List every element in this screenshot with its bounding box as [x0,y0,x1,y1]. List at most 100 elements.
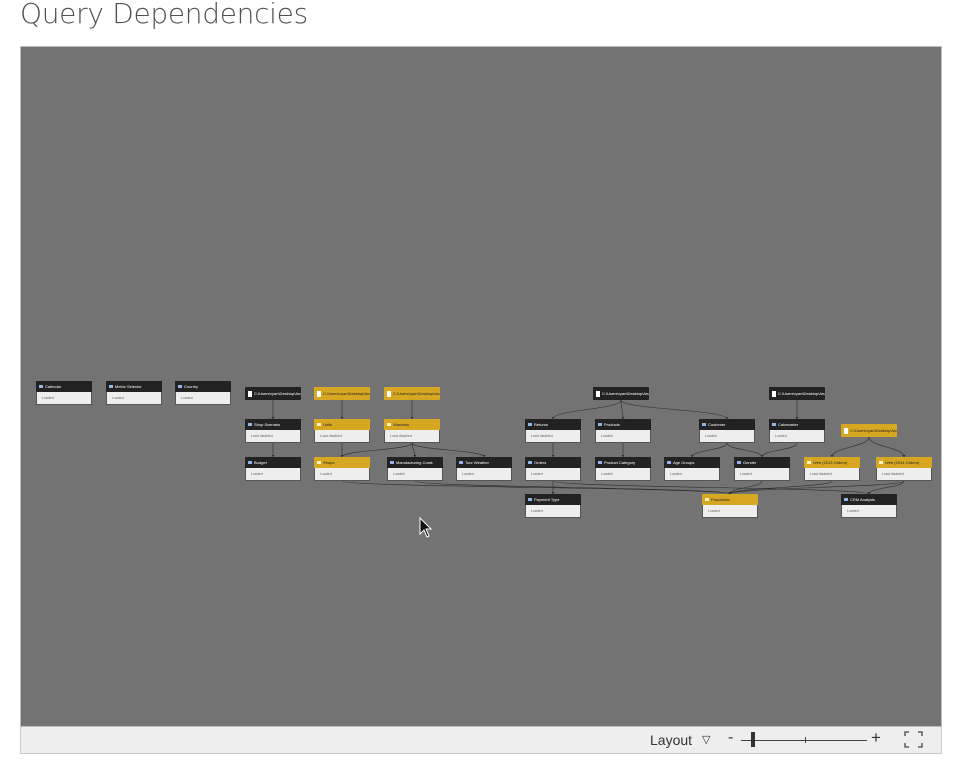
table-icon [317,423,321,427]
dependency-arrowhead [795,417,799,419]
query-node-name: Web (2013 Orders) [813,460,848,465]
zoom-in-button[interactable]: + [871,728,881,747]
query-node-title: Customer [699,419,755,430]
dependency-edge [868,436,905,458]
dependency-edge [729,480,905,495]
dependency-arrowhead [340,417,344,419]
query-node-title: Budget [245,457,301,468]
query-node-status: Loaded [841,505,897,518]
zoom-out-button[interactable]: - [728,729,734,746]
query-node-file6[interactable]: C:\Users\ryan\Desktop\Analyze... [841,424,897,448]
fit-to-screen-icon[interactable] [904,731,923,748]
query-node-status: Loaded [699,430,755,443]
query-node-name: Payment Type [534,497,560,502]
query-node-title: Warranty [384,419,440,430]
query-node-title: CRM Analysis [841,494,897,505]
file-icon [772,390,776,397]
query-node-name: Manufacturing Costs [396,460,433,465]
query-node-file4[interactable]: C:\Users\ryan\Desktop\Analyze... [593,387,649,411]
query-node-status: Loaded [175,392,231,405]
query-node-status: Loaded [702,505,758,518]
query-node-file2[interactable]: C:\Users\ryan\Desktop\Analyze... [314,387,370,411]
dependency-arrowhead [271,455,275,457]
query-node-status: Loaded [36,392,92,405]
query-node-status: Loaded [595,468,651,481]
query-node-title: Product Category [595,457,651,468]
query-node-title: Returns [525,419,581,430]
query-node-title: C:\Users\ryan\Desktop\Analyze... [593,387,649,400]
query-node-title: Web (2014 Orders) [876,457,932,468]
query-node-file1[interactable]: C:\Users\ryan\Desktop\Analyze... [245,387,301,411]
query-node-status: Loaded [314,468,370,481]
query-node-name: C:\Users\ryan\Desktop\Analyze... [393,391,440,396]
query-node-name: Metric Selector [115,384,142,389]
dependency-edge [691,442,728,458]
table-icon [248,423,252,427]
table-icon [109,385,113,389]
dependency-edge [761,442,798,458]
query-node-status: Loaded [734,468,790,481]
query-node-web2[interactable]: Web (2014 Orders)Load disabled [876,457,932,481]
table-icon [737,461,741,465]
query-node-name: Tour Weather [465,460,489,465]
dependency-arrowhead [867,492,871,494]
query-node-title: Shops [314,457,370,468]
zoom-slider-track[interactable] [741,740,867,741]
view-toolbar: Layout ▽ - + [20,727,942,754]
dependency-arrowhead [621,417,625,419]
dependency-edge [341,480,731,495]
query-node-web1[interactable]: Web (2013 Orders)Load disabled [804,457,860,481]
query-node-status: Loaded [245,468,301,481]
dependency-arrowhead [551,417,555,419]
zoom-slider-thumb[interactable] [751,732,756,747]
query-node-title: C:\Users\ryan\Desktop\Analyze... [384,387,440,400]
layout-dropdown[interactable]: Layout [650,732,693,748]
query-node-file5[interactable]: C:\Users\ryan\Desktop\Analyze... [769,387,825,411]
query-node-title: Calendar [36,381,92,392]
dependency-arrowhead [690,455,694,457]
chevron-down-icon[interactable]: ▽ [702,734,711,746]
query-node-title: Age Groups [664,457,720,468]
dependency-edge [726,442,763,458]
dependency-edges [271,399,906,495]
dependency-arrowhead [728,492,732,494]
table-icon [705,498,709,502]
query-node-name: Units [323,422,333,427]
query-node-title: C:\Users\ryan\Desktop\Analyze... [245,387,301,400]
dependency-arrowhead [551,455,555,457]
dependency-edge [552,399,622,420]
query-node-status: Load disabled [314,430,370,443]
file-icon [248,390,252,397]
dependency-arrowhead [482,455,486,457]
query-node-title: Metric Selector [106,381,162,392]
query-node-name: Country [184,384,199,389]
dependency-arrowhead [413,455,417,457]
query-node-name: C:\Users\ryan\Desktop\Analyze... [850,428,897,433]
query-node-status: Loaded [595,430,651,443]
query-node-file3[interactable]: C:\Users\ryan\Desktop\Analyze... [384,387,440,411]
query-node-name: C:\Users\ryan\Desktop\Analyze... [778,391,825,396]
file-icon [596,390,600,397]
